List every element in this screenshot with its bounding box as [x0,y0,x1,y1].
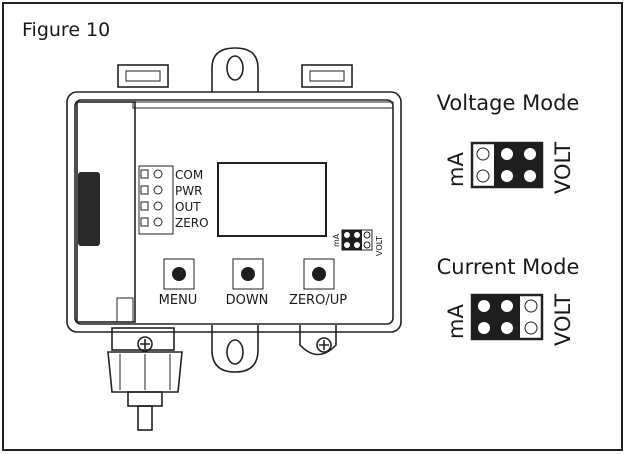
board-jumper-pin-1 [344,232,350,238]
led-pwr-label: PWR [175,184,202,198]
current-mode-ma-label: mA [444,304,468,339]
voltage-pin-6 [524,170,536,182]
led-zero-light [153,217,163,227]
cable [137,405,153,431]
voltage-mode-diagram: Voltage Mode mA VOLT [437,91,580,194]
down-button-housing[interactable] [232,258,264,290]
menu-button-label: MENU [159,293,198,308]
screw-right [316,337,332,353]
led-indicators: COM PWR OUT ZERO [138,165,209,235]
menu-button[interactable]: MENU [159,258,198,308]
voltage-pin-3 [501,148,513,160]
current-pin-5 [524,299,538,313]
figure-title: Figure 10 [22,19,110,41]
voltage-mode-volt-label: VOLT [551,142,575,194]
led-com-light [153,169,163,179]
led-out-label: OUT [175,200,201,214]
board-jumper-ma-label: mA [332,233,341,247]
board-jumper-pin-4 [354,242,360,248]
led-zero: ZERO [140,216,209,230]
zero-up-button-cap[interactable] [312,267,326,281]
left-terminal-block [116,297,134,323]
menu-button-housing[interactable] [163,258,195,290]
left-compartment [76,101,136,323]
voltage-mode-ma-label: mA [444,152,468,187]
transmitter-enclosure: COM PWR OUT ZERO mA [66,47,402,431]
top-left-clip [117,64,169,88]
led-out-pad [140,201,149,211]
zero-up-button-label: ZERO/UP [289,293,347,308]
voltage-pin-1 [476,147,490,161]
gland-nut [107,351,183,393]
led-com-pad [140,169,149,179]
led-pwr-pad [140,185,149,195]
led-zero-pad [140,217,149,227]
voltage-mode-title: Voltage Mode [437,91,580,115]
top-mounting-hole [226,55,244,81]
screw-left [137,336,153,352]
top-rail [132,101,394,109]
voltage-pin-5 [524,148,536,160]
housing-inner [74,99,394,325]
down-button-cap[interactable] [241,267,255,281]
board-jumper-volt-label: VOLT [375,236,384,256]
gland-nut-facets [119,354,171,390]
screw-right-slot [319,340,329,350]
voltage-jumper-cap [494,143,542,187]
bottom-mounting-ear [211,325,259,373]
board-jumper-pin-2 [354,232,360,238]
zero-up-button-housing[interactable] [303,258,335,290]
zero-up-button[interactable]: ZERO/UP [289,258,347,308]
current-pin-2 [478,322,490,334]
led-com: COM [140,168,203,182]
down-button[interactable]: DOWN [226,258,269,308]
current-pin-3 [501,300,513,312]
down-button-label: DOWN [226,293,269,308]
led-out: OUT [140,200,201,214]
board-jumper-pin-5 [363,231,371,239]
lcd-display [217,162,327,237]
led-out-light [153,201,163,211]
board-jumper: mA VOLT [332,229,384,256]
led-panel [138,165,174,235]
top-right-clip-slot [309,70,345,82]
board-jumper-pin-3 [344,242,350,248]
board-jumper-pin-6 [363,241,371,249]
led-pwr: PWR [140,184,202,198]
current-jumper-cap [472,295,520,339]
led-zero-label: ZERO [175,216,209,230]
led-pwr-light [153,185,163,195]
menu-button-cap[interactable] [172,267,186,281]
current-pin-6 [524,321,538,335]
current-mode-volt-label: VOLT [551,294,575,346]
current-pin-1 [478,300,490,312]
current-mode-diagram: Current Mode mA VOLT [437,255,580,346]
bottom-mounting-hole [226,339,244,365]
screw-left-slot [140,339,150,349]
bottom-right-screw-tab [299,325,337,356]
top-right-clip [301,64,353,88]
current-pin-4 [501,322,513,334]
side-connector [78,172,100,246]
voltage-pin-2 [476,169,490,183]
cable-gland [107,327,183,431]
top-left-clip-slot [125,70,161,82]
top-mounting-ear [211,47,259,92]
current-mode-title: Current Mode [437,255,580,279]
led-com-label: COM [175,168,203,182]
voltage-pin-4 [501,170,513,182]
housing-outer [66,91,402,333]
